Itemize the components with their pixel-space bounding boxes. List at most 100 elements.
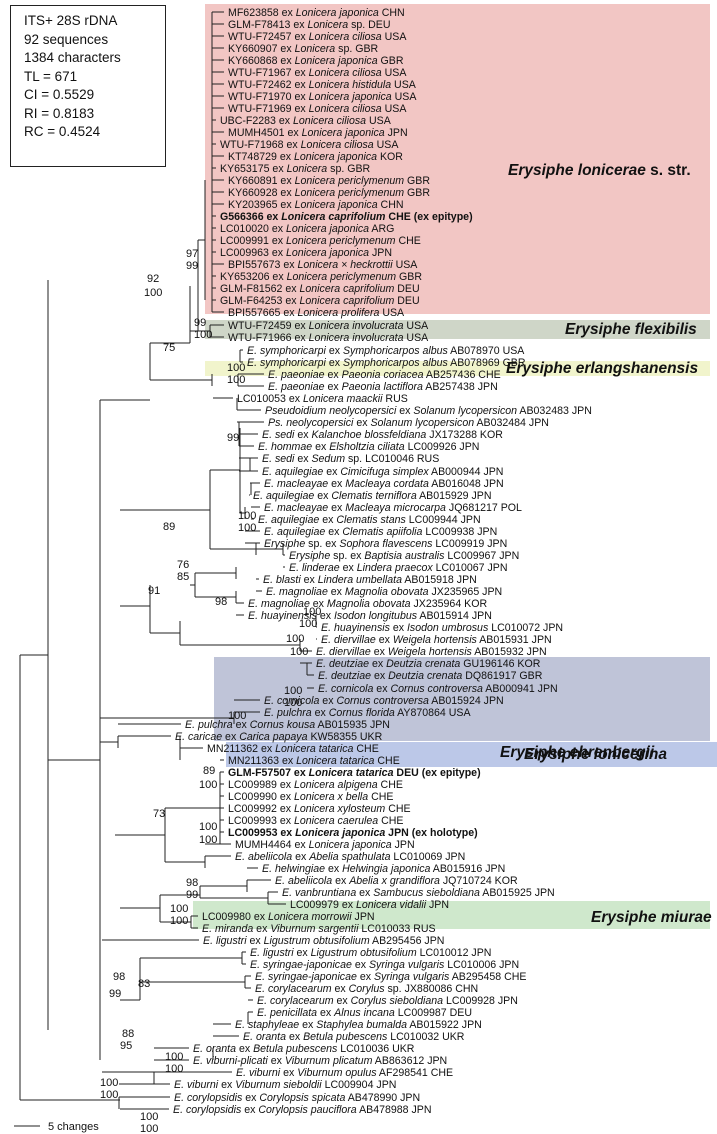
taxon-label: E. staphyleae ex Staphylea bumalda AB015… (235, 1019, 482, 1031)
taxon-label-part: Viburnum opulus (297, 1067, 377, 1079)
taxon-label: GLM-F78413 ex Lonicera sp. DEU (228, 19, 391, 31)
taxon-label-part: JPN (ex holotype) (385, 827, 477, 839)
taxon-label-part: CHE (353, 743, 378, 755)
taxon-label-part: Lonicera (295, 43, 336, 55)
taxon-label-part: LC010069 JPN (390, 851, 465, 863)
taxon-label-part: Solanum lycopersicon (370, 417, 474, 429)
taxon-label: KY653175 ex Lonicera sp. GBR (220, 163, 371, 175)
bootstrap-value: 98 (215, 596, 227, 608)
bootstrap-value: 100 (238, 510, 256, 522)
taxon-label-part: JPN (385, 127, 408, 139)
taxon-label: Pseudoidium neolycopersici ex Solanum ly… (265, 405, 592, 417)
taxon-label-part: AB032483 JPN (517, 405, 592, 417)
taxon-label: E. viburni-plicati ex Viburnum plicatum … (193, 1055, 447, 1067)
clade-highlight-ehrenbergii (214, 657, 710, 741)
taxon-label-part: Lonicera japonica (286, 247, 369, 259)
taxon-label-part: Betula pubescens (303, 1031, 388, 1043)
taxon-label-part: LC010012 JPN (417, 947, 492, 959)
taxon-label-part: E. ligustri (250, 947, 294, 959)
taxon-label-part: E. corylacearum (257, 995, 334, 1007)
taxon-label-part: Lonicera japonica (294, 151, 377, 163)
taxon-label-part: Lonicera tatarica (309, 767, 394, 779)
taxon-label-part: USA (382, 67, 408, 79)
taxon-label-part: E. syringae-japonicae (250, 959, 352, 971)
taxon-label: Ps. neolycopersici ex Solanum lycopersic… (268, 417, 549, 429)
taxon-label: E. aquilegiae ex Cimicifuga simplex AB00… (262, 466, 503, 478)
taxon-label: WTU-F72457 ex Lonicera ciliosa USA (228, 31, 407, 43)
taxon-label-part: Lonicera japonica (295, 199, 378, 211)
taxon-label-part: Weigela hortensis (393, 634, 478, 646)
taxon-label-part: ex (371, 646, 388, 658)
taxon-label-part: Lonicera vidalii (356, 899, 427, 911)
taxon-label-part: ex (369, 658, 386, 670)
taxon-label-part: E. cornicola (318, 683, 373, 695)
taxon-label: E. abeliicola ex Abelia x grandiflora JQ… (275, 875, 518, 887)
taxon-label-part: Cornus florida (329, 707, 395, 719)
taxon-label-part: Staphylea bumalda (316, 1019, 407, 1031)
taxon-label-part: WTU-F71968 ex (220, 139, 301, 151)
taxon-label-part: AB015918 JPN (402, 574, 477, 586)
bootstrap-value: 100 (194, 329, 212, 341)
taxon-label-part: USA (392, 91, 418, 103)
taxon-label: E. paeoniae ex Paeonia coriacea AB257436… (268, 369, 501, 381)
taxon-label-part: E. corylopsidis (174, 1092, 243, 1104)
taxon-label-part: ex (326, 357, 343, 369)
taxon-label-part: Abelia x grandiflora (348, 875, 440, 887)
taxon-label-part: DEU (ex epitype) (393, 767, 480, 779)
bootstrap-value: 100 (170, 915, 188, 927)
taxon-label-part: Macleaya cordata (345, 478, 429, 490)
taxon-label-part: LC009953 ex (228, 827, 295, 839)
taxon-label-part: Lonicera tatarica (296, 755, 374, 767)
bootstrap-value: 73 (153, 808, 165, 820)
taxon-label: GLM-F81562 ex Lonicera caprifolium DEU (220, 283, 420, 295)
taxon-label-part: WTU-F71967 ex (228, 67, 309, 79)
taxon-label-part: LC009993 ex (228, 815, 294, 827)
taxon-label-part: Clematis terniflora (331, 490, 416, 502)
taxon-label-part: Lonicera periclymenum (295, 175, 405, 187)
taxon-label-part: Paeonia lactiflora (342, 381, 423, 393)
taxon-label-part: E. syringae-japonicae (255, 971, 357, 983)
taxon-label-part: ex (253, 923, 270, 935)
taxon-label-part: ex (373, 683, 390, 695)
bootstrap-value: 100 (284, 697, 302, 709)
bootstrap-value: 100 (199, 821, 217, 833)
taxon-label-part: Lonicera japonica (295, 55, 378, 67)
taxon-label: KY653206 ex Lonicera periclymenum GBR (220, 271, 422, 283)
taxon-label: MN211363 ex Lonicera tatarica CHE (228, 755, 400, 767)
taxon-label-part: Clematis apiifolia (342, 526, 422, 538)
taxon-label: E. viburni ex Viburnum sieboldii LC00990… (174, 1079, 396, 1091)
taxon-label: E. corylacearum ex Corylus sieboldiana L… (257, 995, 518, 1007)
taxon-label-part: GU196146 KOR (460, 658, 540, 670)
taxon-label-part: KT748729 ex (228, 151, 294, 163)
taxon-label: E. corylacearum ex Corylus sp. JX880086 … (255, 983, 478, 995)
taxon-label-part: JX173288 KOR (426, 429, 503, 441)
taxon-label: KY660907 ex Lonicera sp. GBR (228, 43, 379, 55)
taxon-label-part: ex (312, 707, 329, 719)
taxon-label: KY660928 ex Lonicera periclymenum GBR (228, 187, 430, 199)
taxon-label-part: CHE (ex epitype) (385, 211, 472, 223)
taxon-label-part: Lonicera ciliosa (301, 139, 374, 151)
taxon-label: E. magnoliae ex Magnolia obovata JX23596… (248, 598, 487, 610)
taxon-label: E. symphoricarpi ex Symphoricarpos albus… (247, 345, 525, 357)
bootstrap-value: 100 (227, 374, 245, 386)
taxon-label-part: Magnolia obovata (327, 598, 411, 610)
taxon-label: WTU-F71969 ex Lonicera ciliosa USA (228, 103, 407, 115)
taxon-label-part: ex (353, 417, 370, 429)
taxon-label-part: Lonicera x bella (294, 791, 368, 803)
taxon-label-part: CHN (379, 7, 405, 19)
taxon-label-part: Carica papaya (239, 731, 307, 743)
bootstrap-value: 99 (227, 432, 239, 444)
taxon-label-part: Viburnum sieboldii (235, 1079, 322, 1091)
bootstrap-value: 99 (186, 260, 198, 272)
taxon-label-part: E. paeoniae (268, 369, 325, 381)
taxon-label-part: KY653175 ex (220, 163, 287, 175)
taxon-label-part: KOR (377, 151, 403, 163)
taxon-label-part: MN211362 ex (207, 743, 275, 755)
taxon-label: BPI557665 ex Lonicera prolifera USA (228, 307, 405, 319)
taxon-label-part: ex (242, 1092, 259, 1104)
taxon-label-part: GLM-F64253 ex (220, 295, 300, 307)
taxon-label-part: AB078970 USA (448, 345, 526, 357)
taxon-label-part: AB257436 CHE (424, 369, 501, 381)
taxon-label-part: E. viburni (174, 1079, 219, 1091)
